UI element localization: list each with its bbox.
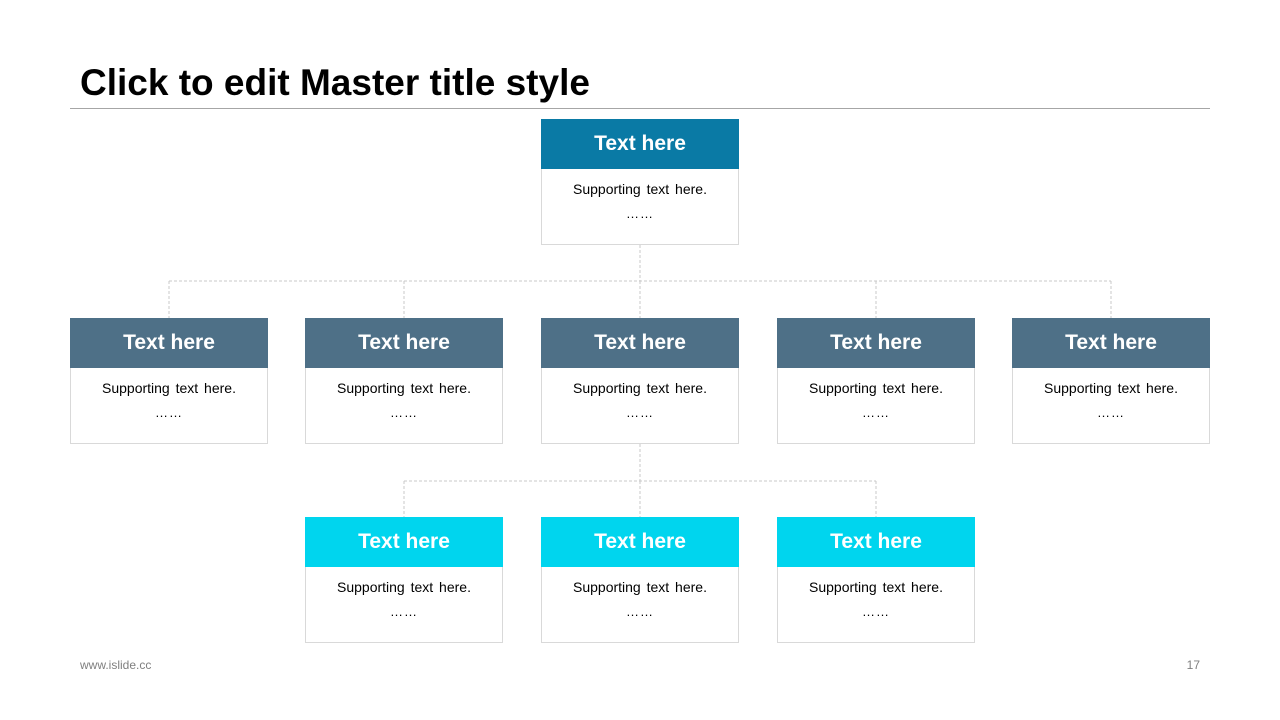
- org-node-top[interactable]: Text here Supporting text here. ……: [541, 119, 739, 245]
- node-header[interactable]: Text here: [1012, 318, 1210, 368]
- node-ellipsis: ……: [390, 405, 418, 420]
- org-node-bottom-3[interactable]: Text here Supporting text here. ……: [777, 517, 975, 643]
- node-header[interactable]: Text here: [541, 119, 739, 169]
- node-supporting-text[interactable]: Supporting text here.: [573, 181, 707, 197]
- node-header[interactable]: Text here: [305, 318, 503, 368]
- node-ellipsis: ……: [155, 405, 183, 420]
- node-body: Supporting text here. ……: [541, 567, 739, 643]
- node-supporting-text[interactable]: Supporting text here.: [337, 579, 471, 595]
- org-node-mid-4[interactable]: Text here Supporting text here. ……: [777, 318, 975, 444]
- node-header[interactable]: Text here: [305, 517, 503, 567]
- node-header[interactable]: Text here: [777, 318, 975, 368]
- node-body: Supporting text here. ……: [70, 368, 268, 444]
- org-node-bottom-2[interactable]: Text here Supporting text here. ……: [541, 517, 739, 643]
- node-ellipsis: ……: [390, 604, 418, 619]
- node-body: Supporting text here. ……: [777, 368, 975, 444]
- org-node-mid-3[interactable]: Text here Supporting text here. ……: [541, 318, 739, 444]
- node-body: Supporting text here. ……: [1012, 368, 1210, 444]
- org-node-mid-5[interactable]: Text here Supporting text here. ……: [1012, 318, 1210, 444]
- org-node-mid-2[interactable]: Text here Supporting text here. ……: [305, 318, 503, 444]
- node-ellipsis: ……: [626, 604, 654, 619]
- node-supporting-text[interactable]: Supporting text here.: [573, 579, 707, 595]
- node-header[interactable]: Text here: [541, 318, 739, 368]
- node-supporting-text[interactable]: Supporting text here.: [337, 380, 471, 396]
- slide-title[interactable]: Click to edit Master title style: [80, 62, 590, 103]
- node-header[interactable]: Text here: [541, 517, 739, 567]
- org-node-bottom-1[interactable]: Text here Supporting text here. ……: [305, 517, 503, 643]
- slide-number: 17: [1186, 658, 1200, 672]
- node-ellipsis: ……: [862, 405, 890, 420]
- node-body: Supporting text here. ……: [305, 368, 503, 444]
- node-body: Supporting text here. ……: [541, 169, 739, 245]
- node-supporting-text[interactable]: Supporting text here.: [1044, 380, 1178, 396]
- node-ellipsis: ……: [626, 405, 654, 420]
- node-supporting-text[interactable]: Supporting text here.: [809, 579, 943, 595]
- node-body: Supporting text here. ……: [541, 368, 739, 444]
- node-supporting-text[interactable]: Supporting text here.: [573, 380, 707, 396]
- node-ellipsis: ……: [626, 206, 654, 221]
- org-node-mid-1[interactable]: Text here Supporting text here. ……: [70, 318, 268, 444]
- node-header[interactable]: Text here: [70, 318, 268, 368]
- node-supporting-text[interactable]: Supporting text here.: [809, 380, 943, 396]
- footer-website: www.islide.cc: [80, 658, 152, 672]
- node-header[interactable]: Text here: [777, 517, 975, 567]
- node-supporting-text[interactable]: Supporting text here.: [102, 380, 236, 396]
- node-body: Supporting text here. ……: [777, 567, 975, 643]
- node-ellipsis: ……: [1097, 405, 1125, 420]
- node-ellipsis: ……: [862, 604, 890, 619]
- title-divider: [70, 108, 1210, 109]
- node-body: Supporting text here. ……: [305, 567, 503, 643]
